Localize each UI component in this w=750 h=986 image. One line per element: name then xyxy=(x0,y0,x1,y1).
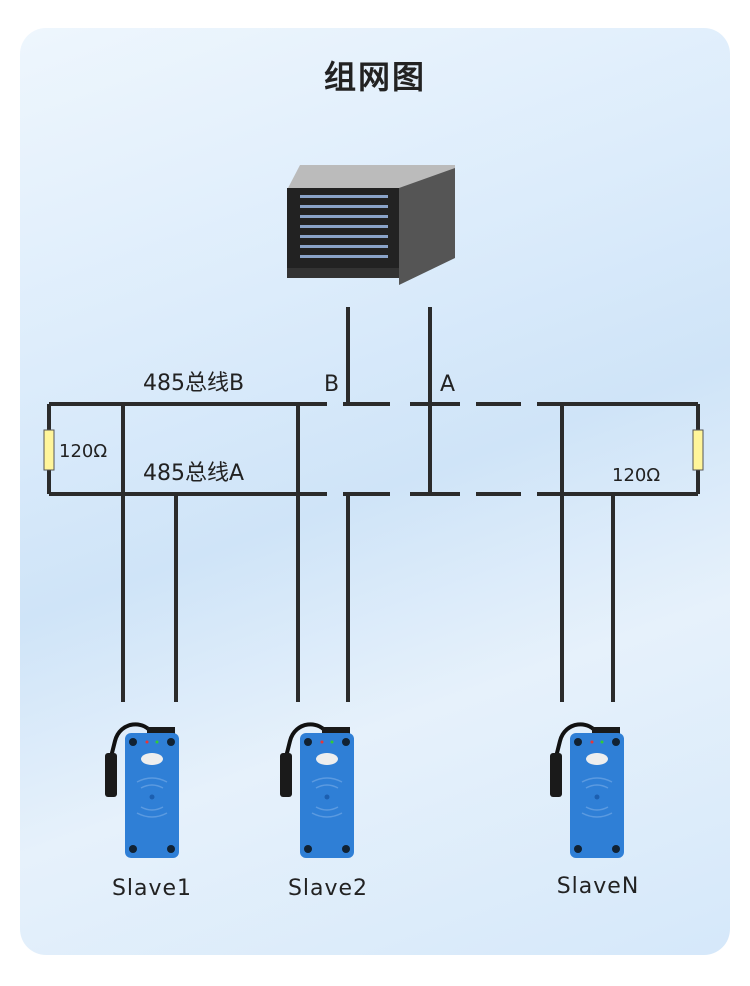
b-terminal-label: B xyxy=(324,372,339,397)
resistor-right xyxy=(692,429,704,471)
slave-device-n xyxy=(548,722,626,860)
resistor-left-label: 120Ω xyxy=(59,441,107,462)
bus-wires xyxy=(47,307,700,702)
slave-label-1: Slave1 xyxy=(112,876,192,901)
bus-a-label: 485总线A xyxy=(143,461,244,486)
slave-device-1 xyxy=(103,722,181,860)
slave-label-n: SlaveN xyxy=(557,874,640,899)
server-icon xyxy=(287,165,455,285)
page-title: 组网图 xyxy=(323,58,426,96)
resistor-left xyxy=(43,429,55,471)
slave-device-2 xyxy=(278,722,356,860)
resistor-right-label: 120Ω xyxy=(612,465,660,486)
a-terminal-label: A xyxy=(440,372,455,397)
slave-label-2: Slave2 xyxy=(288,876,368,901)
bus-b-label: 485总线B xyxy=(143,371,244,396)
